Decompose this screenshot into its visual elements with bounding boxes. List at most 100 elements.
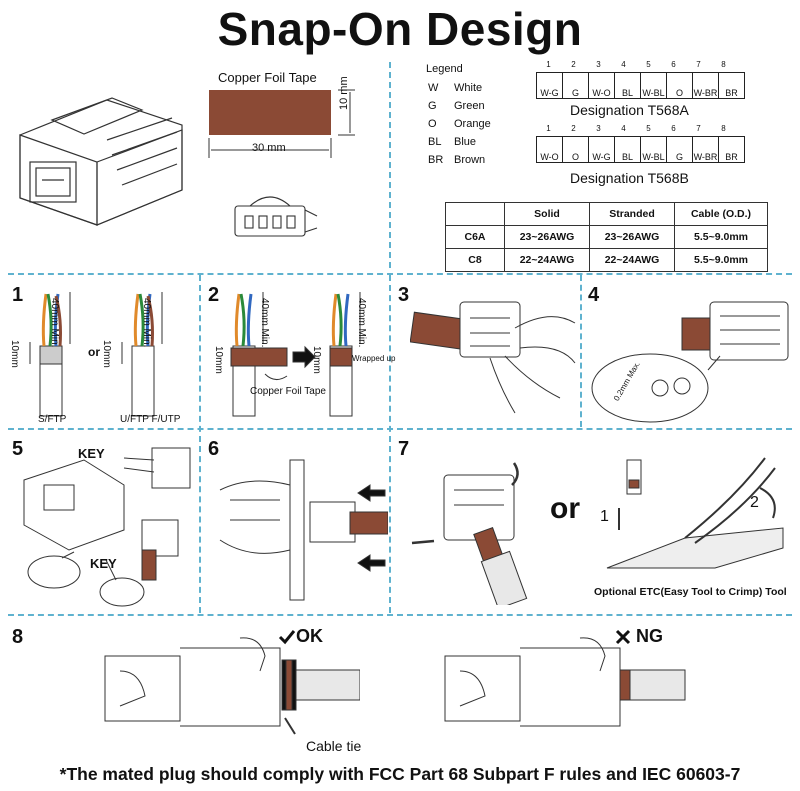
step5-assembly-illustration [23, 447, 191, 607]
etc-tool-label: Optional ETC(Easy Tool to Crimp) Tool [594, 586, 787, 598]
pin-number: 6 [671, 60, 676, 69]
or-label: or [88, 345, 100, 359]
pin-number: 2 [571, 124, 576, 133]
divider [389, 62, 391, 268]
step-number: 7 [398, 438, 410, 460]
divider [389, 275, 391, 613]
step-number: 2 [208, 284, 220, 306]
spec-header: Stranded [589, 202, 675, 226]
wire-color: W-G [536, 72, 563, 99]
step8-ng-plug-illustration [444, 637, 686, 727]
wire-color: W-BL [640, 136, 667, 163]
legend-code: O [428, 118, 437, 130]
step-number: 8 [12, 626, 24, 648]
spec-header: Solid [504, 202, 590, 226]
step8-ok-plug-illustration [104, 637, 360, 735]
dim-label: 10mm [213, 346, 224, 374]
spec-cell: 23~26AWG [504, 225, 590, 249]
spec-cell: 5.5~9.0mm [674, 225, 768, 249]
step-number: 5 [12, 438, 24, 460]
cable-spec-table: Solid Stranded Cable (O.D.) C6A 23~26AWG… [445, 202, 768, 272]
legend-code: W [428, 82, 439, 94]
t568b-pins: 1 2 3 4 5 6 7 8 [536, 124, 736, 133]
etc-tool-illustration [606, 457, 784, 569]
pin-number: 5 [646, 60, 651, 69]
spec-header: Cable (O.D.) [674, 202, 768, 226]
pin-number: 7 [696, 124, 701, 133]
dim-label: 40mm Min. [259, 298, 270, 348]
divider [8, 273, 792, 275]
ng-label: NG [636, 626, 663, 646]
wire-color: W-O [536, 136, 563, 163]
legend-heading: Legend [426, 63, 463, 75]
step-number: 4 [588, 284, 600, 306]
t568a-wiring: W-G G W-O BL W-BL O W-BR BR [536, 72, 745, 99]
t568a-label: Designation T568A [570, 102, 689, 118]
step2-cable-illustration [230, 292, 361, 417]
pin-number: 1 [546, 60, 551, 69]
wire-color: G [666, 136, 693, 163]
wire-color: BR [718, 72, 745, 99]
copper-tape-label: Copper Foil Tape [218, 70, 317, 85]
copper-tape-swatch [209, 90, 331, 135]
compliance-note: *The mated plug should comply with FCC P… [59, 764, 741, 784]
wire-color: BL [614, 136, 641, 163]
step7-crimp-by-hand-illustration [411, 462, 528, 605]
wire-color: BR [718, 136, 745, 163]
wire-color: W-BL [640, 72, 667, 99]
spec-cell: 23~26AWG [589, 225, 675, 249]
step4-trim-illustration [591, 301, 789, 423]
wire-color: W-O [588, 72, 615, 99]
pin-number: 8 [721, 124, 726, 133]
legend-code: BL [428, 136, 442, 148]
pin-number: 4 [621, 124, 626, 133]
pin-number: 8 [721, 60, 726, 69]
wire-color: W-BR [692, 136, 719, 163]
step-number: 1 [12, 284, 24, 306]
pin-number: 7 [696, 60, 701, 69]
key-label: KEY [90, 556, 117, 571]
dim-label: 40mm Min. [141, 298, 152, 348]
cable-type-label: S/FTP [38, 414, 67, 425]
legend-code: G [428, 100, 437, 112]
wire-color: O [562, 136, 589, 163]
pin-number: 5 [646, 124, 651, 133]
dim-label: 40mm Min. [49, 298, 60, 348]
pin-number: 3 [596, 60, 601, 69]
t568a-pins: 1 2 3 4 5 6 7 8 [536, 60, 736, 69]
divider [8, 614, 792, 616]
copper-tape-callout: Copper Foil Tape [250, 386, 326, 397]
wire-color: W-G [588, 136, 615, 163]
divider [8, 428, 792, 430]
spec-cell: C8 [445, 248, 505, 272]
ok-label: OK [296, 626, 323, 646]
copper-tape-width: 30 mm [252, 142, 286, 154]
pin-number: 1 [546, 124, 551, 133]
spec-cell: 22~24AWG [504, 248, 590, 272]
wire-color: W-BR [692, 72, 719, 99]
copper-tape-dimensions [208, 89, 355, 158]
pin-number: 3 [596, 124, 601, 133]
t568b-wiring: W-O O W-G BL W-BL G W-BR BR [536, 136, 745, 163]
legend-name: Blue [454, 136, 477, 148]
wire-color: O [666, 72, 693, 99]
connector-cap-illustration [234, 196, 318, 237]
pin-number: 6 [671, 124, 676, 133]
legend-name: White [454, 82, 483, 94]
wrapped-label: Wrapped up [352, 354, 396, 363]
page-title: Snap-On Design [217, 3, 583, 55]
wire-color: BL [614, 72, 641, 99]
step3-cutting-illustration [410, 301, 576, 414]
divider [580, 275, 582, 427]
divider [199, 275, 201, 613]
legend-name: Orange [454, 118, 491, 130]
wire-color: G [562, 72, 589, 99]
cross-icon [615, 629, 631, 645]
step-substep: 1 [600, 508, 609, 525]
legend-name: Green [454, 100, 485, 112]
step1-cable-illustration [29, 292, 163, 417]
spec-cell: 22~24AWG [589, 248, 675, 272]
cable-type-label: U/FTP F/UTP [120, 414, 181, 425]
spec-cell: C6A [445, 225, 505, 249]
legend-name: Brown [454, 154, 486, 166]
